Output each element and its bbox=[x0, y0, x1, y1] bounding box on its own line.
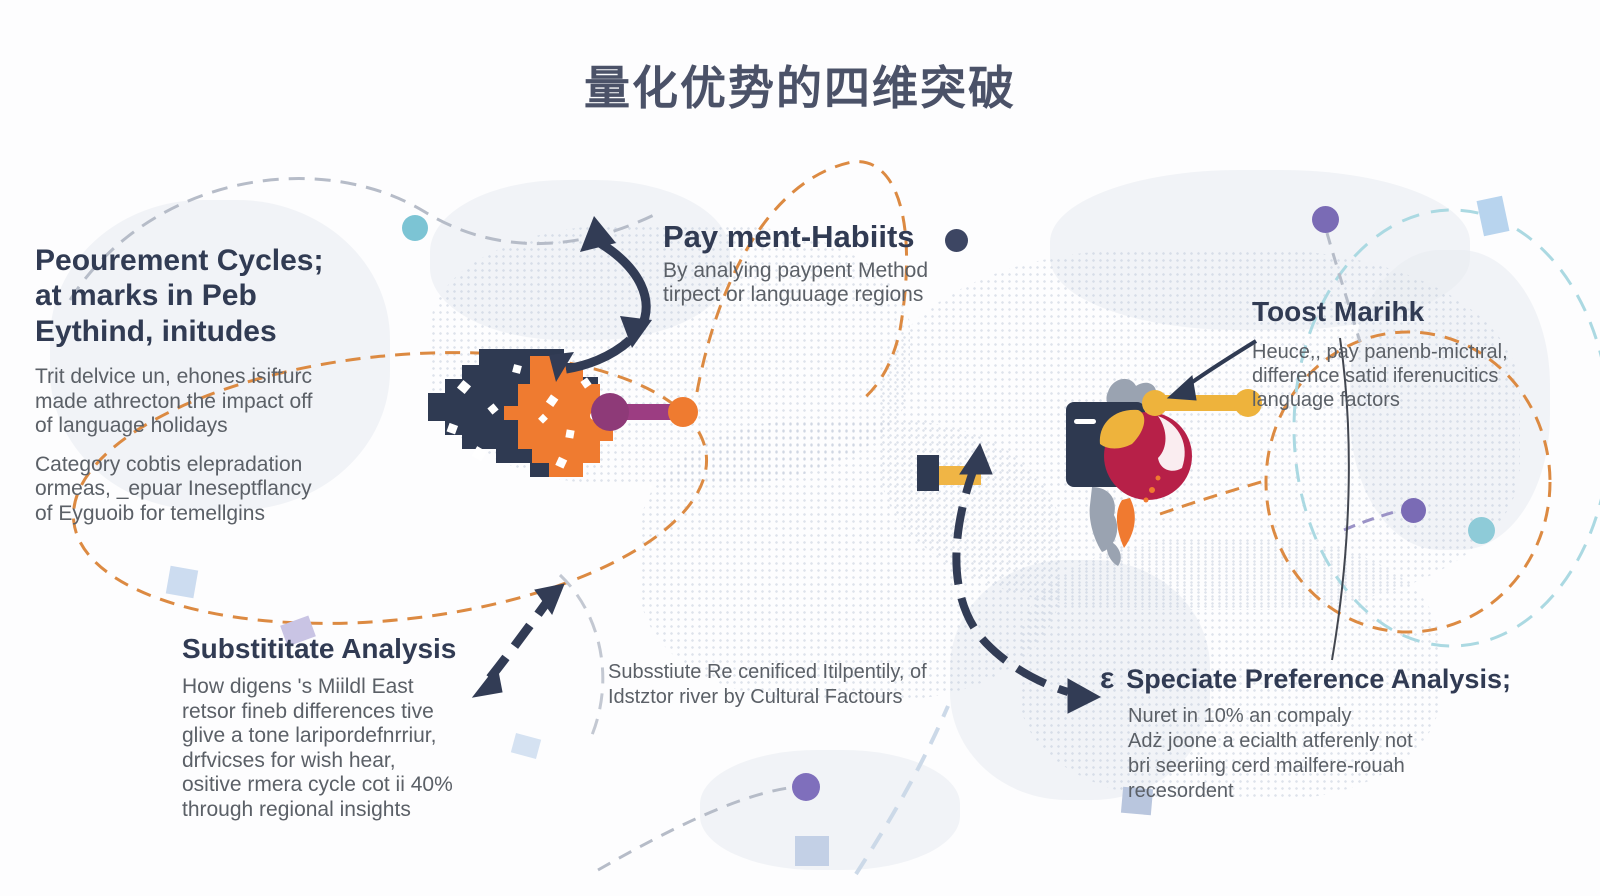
section-procurement: Peourement Cycles; at marks in Peb Eythi… bbox=[35, 243, 375, 527]
map-halftone bbox=[880, 250, 1520, 610]
substitute-body: How digens 's Miildl East retsor fineb d… bbox=[182, 675, 453, 821]
section-payment-habits: Pay ment-Habiits By analying paypent Met… bbox=[663, 219, 928, 307]
arrow-toost bbox=[1166, 339, 1258, 401]
payment-body: By analying paypent Method tirpect or la… bbox=[663, 259, 929, 307]
gray-dashed-loop bbox=[68, 177, 661, 301]
map-halftone bbox=[640, 420, 1060, 700]
section-center-note: Subsstiute Re cenificed Itilpentily, of … bbox=[608, 660, 988, 710]
section-substitute-analysis: Substititate Analysis How digens 's Miil… bbox=[182, 633, 502, 822]
arrow-speciate-double bbox=[952, 442, 1102, 714]
procurement-heading: Peourement Cycles; at marks in Peb Eythi… bbox=[35, 244, 324, 348]
substitute-heading: Substititate Analysis bbox=[182, 633, 457, 664]
orange-dashed-circle-right bbox=[1264, 330, 1552, 634]
purple-dot bbox=[1312, 206, 1339, 233]
orange-dashed-arc-top bbox=[695, 160, 909, 402]
teal-dot bbox=[402, 215, 428, 241]
procurement-paragraph-2: Category cobtis elepradation ormeas, _ep… bbox=[35, 452, 312, 525]
orange-dashed-ellipse-left bbox=[71, 351, 709, 625]
orange-dashed-segment bbox=[1159, 478, 1269, 516]
payment-bullet-dot bbox=[945, 229, 968, 252]
purple-dot bbox=[1401, 498, 1426, 523]
arrow-payment-double bbox=[549, 216, 652, 382]
toost-body: Heuce,, pay panenb-mictıral, difference … bbox=[1252, 341, 1508, 411]
payment-heading: Pay ment-Habiits bbox=[663, 219, 915, 254]
speciate-heading: Speciate Preference Analysis; bbox=[1126, 664, 1511, 694]
globe-card-graphic bbox=[1066, 378, 1262, 566]
gray-dashed-drop bbox=[1325, 232, 1362, 343]
pixel-map-graphic bbox=[428, 349, 698, 477]
section-toost-marihk: Toost Marihk Heuce,, pay panenb-mictıral… bbox=[1252, 296, 1552, 412]
map-blob bbox=[950, 560, 1210, 800]
purple-dashed-segment bbox=[1343, 509, 1399, 532]
map-blob bbox=[50, 200, 390, 510]
center-note-body: Subsstiute Re cenificed Itilpentily, of … bbox=[608, 661, 927, 708]
map-blob bbox=[1350, 250, 1550, 550]
thin-connector-line bbox=[1331, 337, 1350, 661]
map-blob bbox=[430, 180, 730, 340]
teal-dot bbox=[1468, 517, 1495, 544]
arrow-substitute-double bbox=[471, 583, 565, 698]
procurement-paragraph-1: Trit delvice un, ehones isifturc made at… bbox=[35, 365, 313, 438]
toost-heading: Toost Marihk bbox=[1252, 296, 1425, 327]
page-title: 量化优势的四维突破 bbox=[584, 62, 1016, 114]
gray-dashed-bottom bbox=[597, 786, 789, 872]
speciate-prefix-glyph: ε bbox=[1100, 662, 1115, 695]
map-halftone bbox=[1020, 540, 1440, 800]
gray-dashed-arc bbox=[558, 573, 605, 736]
purple-dot bbox=[792, 773, 820, 801]
section-speciate-preference: ε Speciate Preference Analysis; Nuret in… bbox=[1100, 662, 1540, 804]
deco-square bbox=[795, 836, 829, 866]
deco-square bbox=[165, 565, 199, 599]
speciate-body: Nuret in 10% an compaly Adż joone a ecia… bbox=[1128, 705, 1413, 802]
lightblue-dashed-curve bbox=[854, 705, 950, 876]
